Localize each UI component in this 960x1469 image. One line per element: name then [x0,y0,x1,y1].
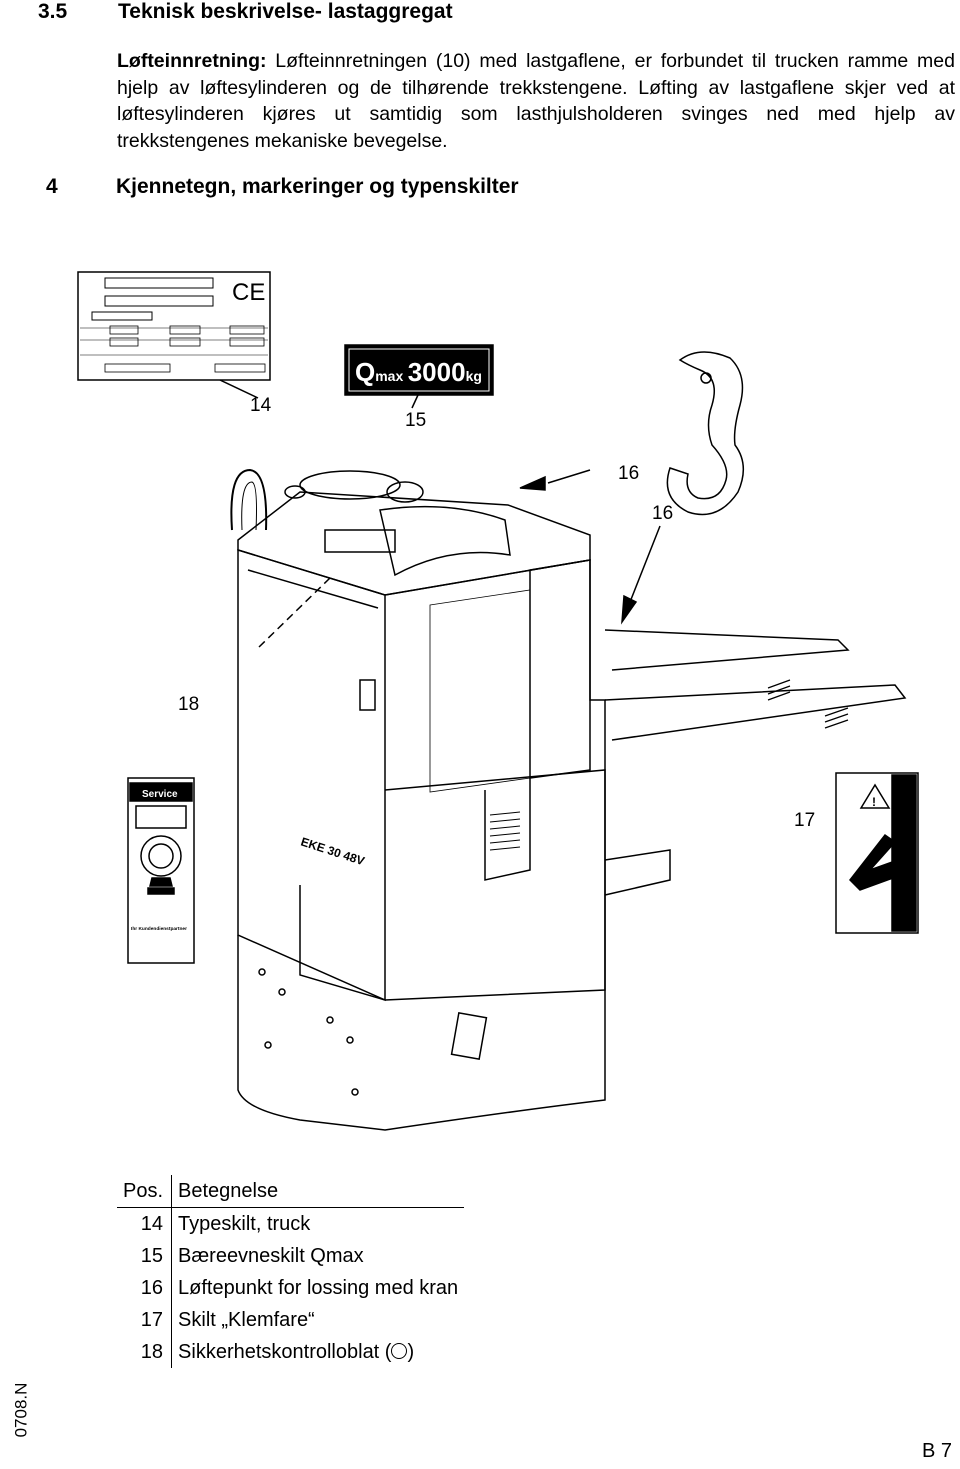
legend-header-pos: Pos. [117,1175,173,1208]
callout-14: 14 [250,395,272,416]
chapter-number: 4 [46,175,58,198]
legend-pos: 16 [117,1272,173,1304]
callout-17: 17 [794,810,816,831]
lifting-description: Løfteinnretning: Løfteinnretningen (10) … [117,48,955,154]
section-title: Teknisk beskrivelse- lastaggregat [118,0,453,23]
document-code: 0708.N [11,1382,31,1438]
svg-text:Qmax 3000kg: Qmax 3000kg [355,357,482,387]
qmax-value: 3000 [408,357,466,387]
page-number: B 7 [921,1440,952,1462]
service-footer: Ihr Kundendienstpartner [131,926,187,932]
pinch-warning-sign: ! [835,772,919,934]
legend-name-suffix: ) [407,1340,415,1363]
legend-header-name: Betegnelse [171,1175,465,1208]
ce-mark: CE [232,279,265,306]
truck-illustration: CE Qmax 3000kg [77,271,919,1131]
paragraph-text: Løfteinnretningen (10) med lastgaflene, … [117,50,955,152]
legend-row: 14 Typeskilt, truck [117,1207,464,1240]
legend-pos: 15 [117,1240,173,1272]
legend-name: Løftepunkt for lossing med kran [178,1276,459,1299]
qmax-q: Q [355,357,375,387]
chapter-heading: 4 Kjennetegn, markeringer og typenskilter [46,175,519,199]
legend-name-text: Sikkerhetskontrolloblat ( [178,1340,392,1363]
truck-model-label: EKE 30 48V [299,835,366,869]
legend-row: 15 Bæreevneskilt Qmax [117,1240,464,1272]
legend-table: Pos. Betegnelse 14 Typeskilt, truck 15 B… [117,1175,465,1368]
truck-body: EKE 30 48V [230,468,907,1131]
callout-16a: 16 [618,463,640,484]
svg-text:!: ! [872,795,876,809]
legend-row: 17 Skilt „Klemfare“ [117,1304,464,1336]
legend-name: Skilt „Klemfare“ [178,1308,315,1331]
legend-pos: 17 [117,1304,173,1336]
service-title: Service [142,789,178,800]
paragraph-lead: Løfteinnretning: [117,50,267,72]
legend-row: 16 Løftepunkt for lossing med kran [117,1272,464,1304]
legend-pos: 14 [117,1207,173,1240]
chapter-title: Kjennetegn, markeringer og typenskilter [116,175,519,198]
circle-icon [391,1342,408,1359]
qmax-sub: max [375,368,403,384]
legend-row: 18 Sikkerhetskontrolloblat () [117,1336,464,1368]
crane-hook-icon [666,351,744,516]
legend-header-row: Pos. Betegnelse [117,1175,465,1208]
legend-name: Typeskilt, truck [178,1212,311,1235]
service-sticker: Service Ihr Kundendienstpartner [127,777,195,964]
section-number: 3.5 [38,0,68,23]
qmax-label: Qmax 3000kg [344,344,494,396]
qmax-unit: kg [466,368,482,384]
legend-pos: 18 [117,1336,173,1368]
type-plate: CE [77,271,271,381]
legend-name: Bæreevneskilt Qmax [178,1244,364,1267]
section-heading: 3.5 Teknisk beskrivelse- lastaggregat [38,0,453,24]
callout-15: 15 [405,410,427,431]
legend-name: Sikkerhetskontrolloblat () [172,1336,465,1368]
callout-16b: 16 [652,503,674,524]
callout-18: 18 [178,694,200,715]
